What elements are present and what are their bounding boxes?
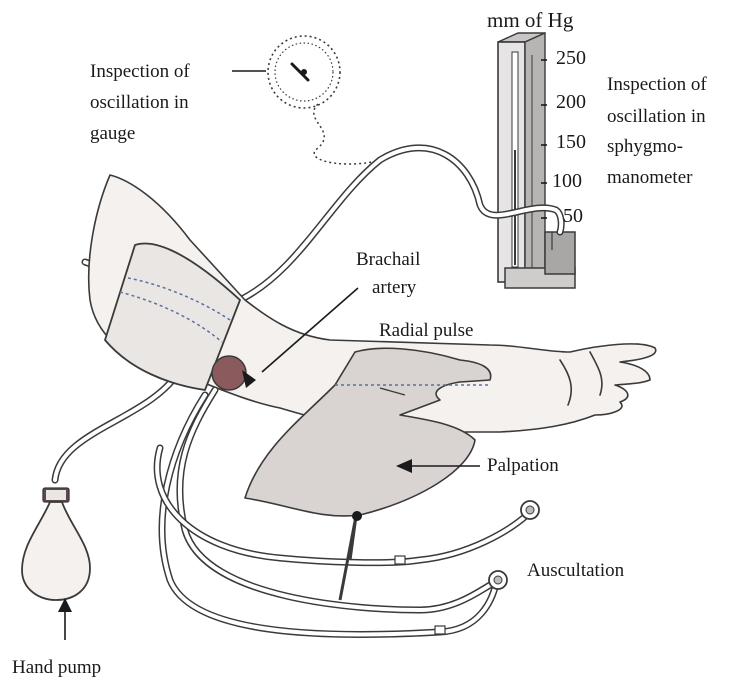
hand-pump [22, 488, 90, 600]
sphyg-label-line4: manometer [607, 167, 693, 188]
scale-label-200: 200 [556, 91, 586, 113]
scale-label-100: 100 [552, 170, 582, 192]
hand-pump-label: Hand pump [12, 657, 101, 678]
brachial-label-line2: artery [372, 277, 417, 298]
sphyg-label-line1: Inspection of [607, 74, 707, 95]
gauge-label-line3: gauge [90, 123, 135, 144]
auscultation-label: Auscultation [527, 560, 625, 581]
sphygmomanometer [498, 33, 575, 288]
scale-label-50: 50 [563, 205, 583, 227]
brachial-artery-marker [212, 356, 246, 390]
sphyg-label-line3: sphygmo- [607, 136, 683, 157]
scale-label-250: 250 [556, 47, 586, 69]
mm-of-hg-label: mm of Hg [487, 8, 574, 32]
radial-pulse-label: Radial pulse [379, 320, 473, 341]
sphyg-label-line2: oscillation in [607, 106, 706, 127]
scale-label-150: 150 [556, 131, 586, 153]
brachial-label-line1: Brachail [356, 249, 420, 270]
gauge-label-line1: Inspection of [90, 61, 190, 82]
pressure-gauge [268, 36, 372, 164]
palpation-label: Palpation [487, 455, 559, 476]
gauge-label-line2: oscillation in [90, 92, 189, 113]
